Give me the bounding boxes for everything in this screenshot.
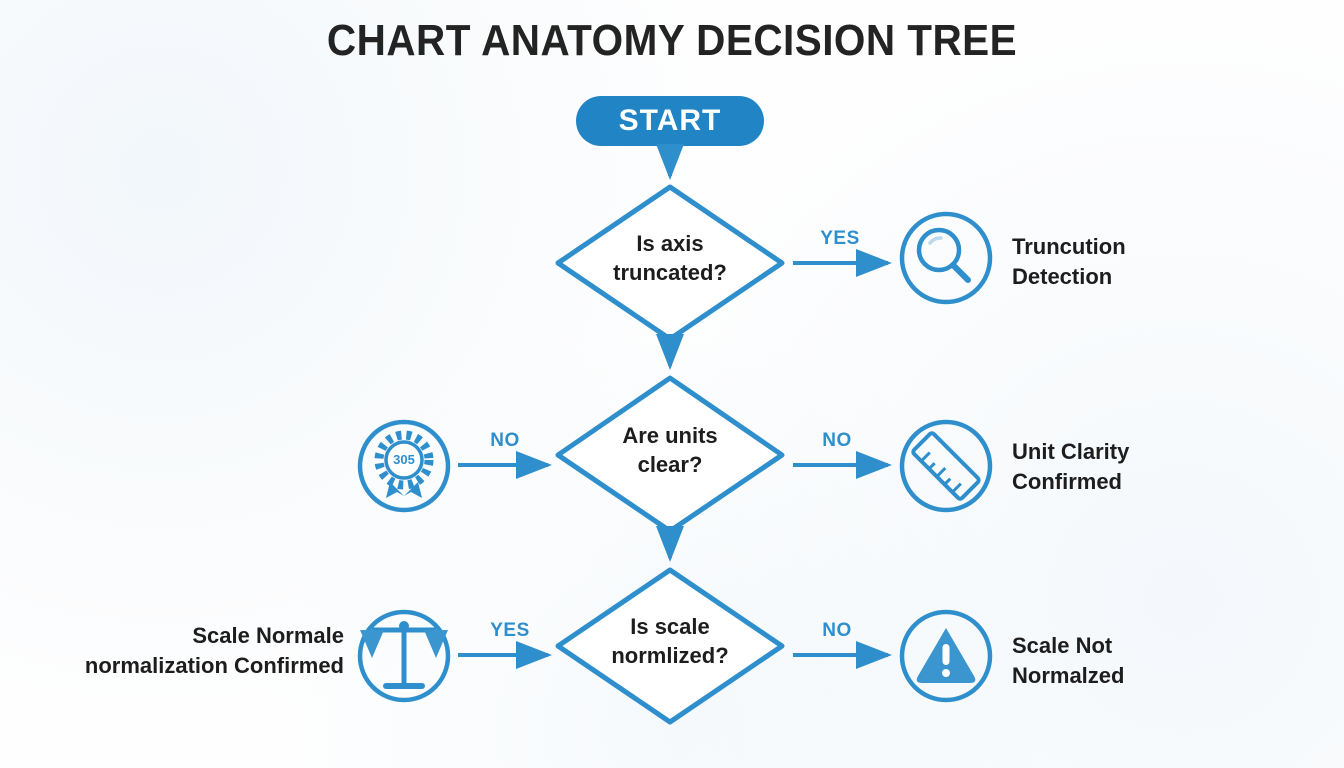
decision-scale-normalized-shape[interactable] [555, 567, 785, 725]
decision-units-clear-line2: clear? [637, 451, 703, 477]
ruler-icon[interactable] [899, 419, 993, 513]
outcome-scale-normale-line1: Scale Normale [192, 623, 344, 648]
balance-scale-icon[interactable] [357, 609, 451, 703]
outcome-scale-normale-label: Scale Normale normalization Confirmed [52, 621, 344, 680]
outcome-scale-normale-line2: normalization Confirmed [84, 652, 344, 678]
start-node-shape[interactable] [576, 96, 764, 146]
start-node-label[interactable]: START [618, 104, 722, 137]
warning-triangle-icon[interactable] [899, 609, 993, 703]
edge-label-yes-scale-left: YES [490, 620, 530, 641]
decision-units-clear-line1: Are units [622, 423, 718, 448]
outcome-unit-clarity-line1: Unit Clarity [1012, 439, 1130, 464]
decision-scale-normalized-label: Is scale normlized? [555, 613, 785, 670]
outcome-truncation-detection-line1: Truncution [1012, 234, 1126, 259]
decision-units-clear-label: Are units clear? [555, 422, 785, 479]
edge-label-no-unit-clarity: NO [822, 430, 852, 451]
decision-scale-normalized-line2: normlized? [611, 642, 729, 668]
edge-label-yes-truncation: YES [820, 228, 860, 249]
award-badge-icon[interactable] [357, 419, 451, 513]
outcome-scale-not-normalized-line1: Scale Not [1012, 633, 1113, 658]
outcome-truncation-detection-label: Truncution Detection [1012, 232, 1262, 291]
decision-axis-truncated-line2: truncated? [613, 259, 727, 285]
outcome-truncation-detection-line2: Detection [1012, 263, 1113, 289]
outcome-scale-not-normalized-label: Scale Not Normalzed [1012, 631, 1262, 690]
outcome-unit-clarity-line2: Confirmed [1012, 468, 1122, 494]
outcome-scale-not-normalized-line2: Normalzed [1012, 662, 1125, 688]
page-title: CHART ANATOMY DECISION TREE [326, 16, 1018, 65]
decision-axis-truncated-label: Is axis truncated? [555, 230, 785, 287]
decision-axis-truncated-line1: Is axis [636, 231, 704, 256]
award-badge-value: 305 [393, 452, 415, 467]
edge-label-no-units-left: NO [490, 430, 520, 451]
decision-scale-normalized-line1: Is scale [630, 614, 710, 639]
edge-label-no-scale-not: NO [822, 620, 852, 641]
magnifier-icon[interactable] [899, 211, 993, 305]
outcome-unit-clarity-label: Unit Clarity Confirmed [1012, 437, 1262, 496]
